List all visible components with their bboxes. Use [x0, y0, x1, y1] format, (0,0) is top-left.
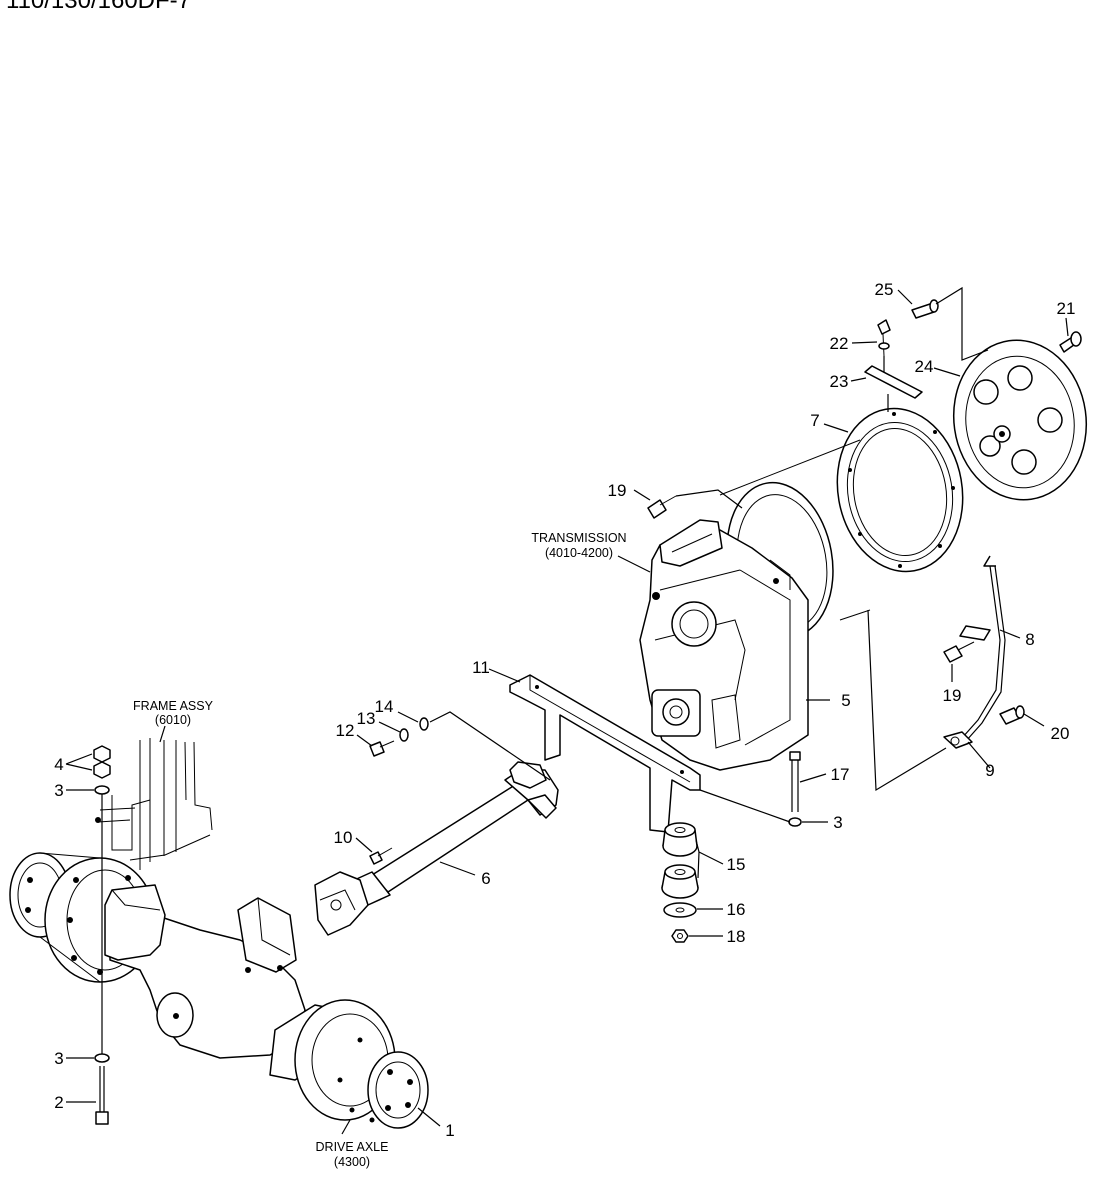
- frame-assembly-part: [95, 738, 213, 870]
- callout-label: 3: [54, 781, 63, 800]
- callout-label: 20: [1051, 724, 1070, 743]
- callout-label: 13: [357, 709, 376, 728]
- hardware-parts: [93, 299, 1082, 1125]
- callout-label: 10: [334, 828, 353, 847]
- callout-label: 15: [727, 855, 746, 874]
- callout-label: 21: [1057, 299, 1076, 318]
- housing-ring-part: [836, 407, 964, 573]
- callout-label: 9: [985, 761, 994, 780]
- callout-label: 4: [54, 755, 63, 774]
- diagram-title: 110/130/160DF-7: [6, 0, 191, 14]
- frame-assy-label: FRAME ASSY: [133, 699, 214, 713]
- callout-label: 24: [915, 357, 934, 376]
- transmission-code: (4010-4200): [545, 546, 613, 560]
- callout-label: 8: [1025, 630, 1034, 649]
- callout-label: 14: [375, 697, 394, 716]
- callout-label: 16: [727, 900, 746, 919]
- callout-label: 19: [943, 686, 962, 705]
- callout-label: 7: [810, 411, 819, 430]
- transmission-part: [639, 439, 871, 771]
- leader-lines: [65, 286, 1069, 1135]
- callout-label: 2: [54, 1093, 63, 1112]
- callout-label: 18: [727, 927, 746, 946]
- callout-label: 22: [830, 334, 849, 353]
- callout-label: 3: [833, 813, 842, 832]
- callout-label: 12: [336, 721, 355, 740]
- drive-axle-code: (4300): [334, 1155, 370, 1169]
- transmission-label: TRANSMISSION: [531, 531, 626, 545]
- drive-axle-part: [9, 852, 429, 1129]
- callout-label: 19: [608, 481, 627, 500]
- mounting-bracket-part: [509, 674, 701, 833]
- callout-label: 6: [481, 869, 490, 888]
- drive-shaft-part: [314, 761, 559, 936]
- callout-label: 1: [445, 1121, 454, 1140]
- callout-label: 5: [841, 691, 850, 710]
- frame-assy-code: (6010): [155, 713, 191, 727]
- drive-axle-label: DRIVE AXLE: [316, 1140, 389, 1154]
- callout-label: 23: [830, 372, 849, 391]
- flex-plate-part: [952, 339, 1088, 501]
- callout-label: 11: [472, 658, 490, 677]
- dipstick-tube-part: [943, 555, 1006, 749]
- callout-label: 25: [875, 280, 894, 299]
- mount-cushion-part: [661, 822, 699, 943]
- callout-label: 3: [54, 1049, 63, 1068]
- callout-label: 17: [831, 765, 850, 784]
